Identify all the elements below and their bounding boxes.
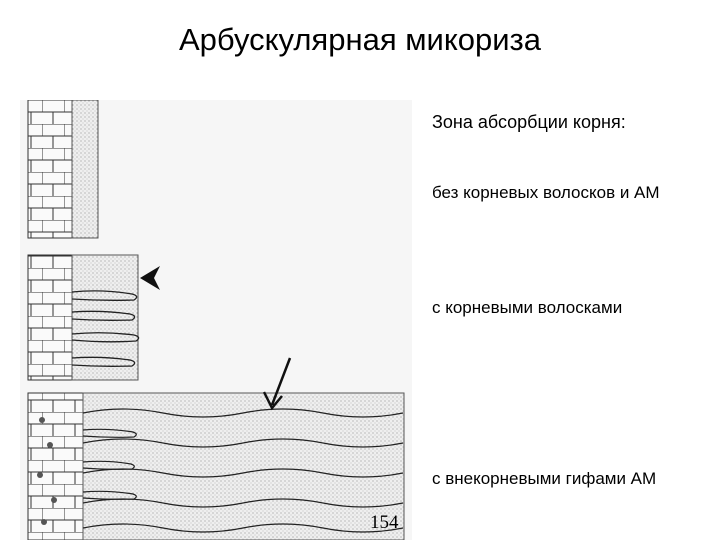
caption-absorption-zone: Зона абсорбции корня: <box>432 112 626 132</box>
panel-root-hairs <box>27 254 160 381</box>
arrow-icon <box>262 357 292 411</box>
caption-no-hairs: без корневых волосков и АМ <box>432 183 660 202</box>
arrowhead-icon <box>140 266 160 290</box>
panel-am-hyphae <box>27 357 405 541</box>
plate-number: 154 <box>370 512 399 533</box>
caption-root-hairs: с корневыми волосками <box>432 298 623 317</box>
caption-am-hyphae: с внекорневыми гифами АМ <box>432 469 657 488</box>
slide-title: Арбускулярная микориза <box>178 22 542 57</box>
panel-no-hairs <box>27 99 99 239</box>
root-absorption-zone-figure <box>20 99 412 541</box>
